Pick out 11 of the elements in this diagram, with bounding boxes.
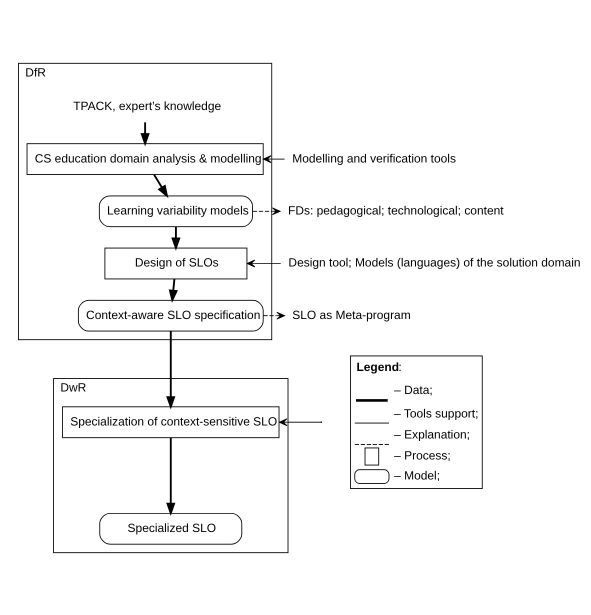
label: Legend: [356, 360, 402, 374]
node-text: Modelling and verification tools [292, 150, 456, 165]
legend-label: – Data; [394, 382, 433, 397]
legend-label: – Model; [394, 468, 440, 482]
node-text: FDs: pedagogical; technological; content [288, 202, 504, 217]
legend-label: – Explanation; [394, 427, 470, 442]
node-text: SLO as Meta-program [292, 307, 411, 322]
legend-label: – Process; [394, 448, 451, 462]
node-text: TPACK, expert’s knowledge [73, 98, 222, 113]
node-text: Design tool; Models (languages) of the solution domain [288, 255, 581, 270]
legend-label: – Tools support; [394, 406, 478, 420]
